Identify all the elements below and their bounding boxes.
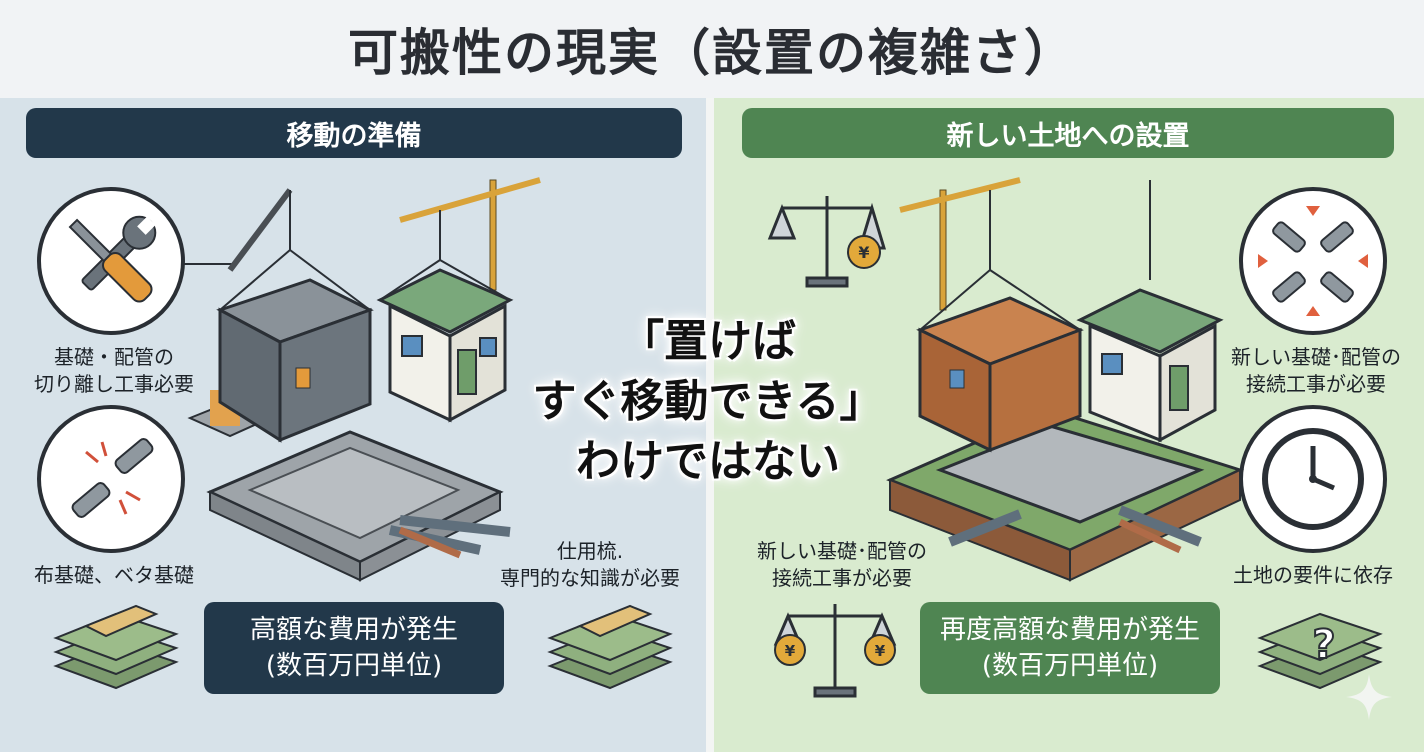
- center-line1: 「置けば: [620, 316, 796, 367]
- coin-symbol: ¥: [875, 642, 886, 660]
- center-message: 「置けば すぐ移動できる」 わけではない: [498, 312, 918, 492]
- right-cost-box: 再度高額な費用が発生 (数百万円単位): [920, 602, 1220, 694]
- money-stack-icon: [53, 604, 179, 690]
- pipe-connect-icon: [1239, 187, 1387, 335]
- label-detach: 基礎・配管の 切り離し工事必要: [34, 345, 194, 396]
- right-header: 新しい土地への設置: [742, 108, 1394, 158]
- tools-icon: [37, 187, 185, 335]
- scale-icon: ¥: [767, 196, 887, 288]
- label-land: 土地の要件に依存: [1233, 563, 1393, 587]
- right-scene: [886, 177, 1245, 582]
- money-question-icon: ?: [1257, 612, 1383, 690]
- money-stack-icon: [547, 604, 673, 690]
- left-header: 移動の準備: [26, 108, 682, 158]
- question-mark: ?: [1312, 622, 1335, 668]
- broken-pipe-icon: [37, 405, 185, 553]
- page-title: 可搬性の現実（設置の複雑さ）: [0, 0, 1424, 98]
- right-cost-line2: (数百万円単位): [981, 651, 1159, 681]
- coin-symbol: ¥: [858, 243, 869, 262]
- label-connect-top: 新しい基礎･配管の 接続工事が必要: [1231, 345, 1401, 396]
- coin-symbol: ¥: [785, 642, 796, 660]
- label-foundation: 布基礎、ベタ基礎: [34, 563, 194, 587]
- panel-divider: [706, 98, 714, 752]
- left-cost-line2: (数百万円単位): [265, 651, 443, 681]
- right-cost-line1: 再度高額な費用が発生: [939, 615, 1200, 645]
- leader-line: [184, 263, 234, 265]
- center-line3: わけではない: [576, 436, 840, 487]
- scale-icon: ¥ ¥: [773, 604, 897, 698]
- left-scene: [187, 177, 541, 582]
- left-cost-box: 高額な費用が発生 (数百万円単位): [204, 602, 504, 694]
- center-line2: すぐ移動できる」: [532, 376, 884, 427]
- clock-icon: [1239, 405, 1387, 553]
- left-cost-line1: 高額な費用が発生: [249, 615, 458, 645]
- sparkle-icon: [1346, 674, 1392, 720]
- label-specialist: 仕用梳. 専門的な知識が必要: [500, 539, 680, 590]
- label-connect-bottom: 新しい基礎･配管の 接続工事が必要: [757, 539, 927, 590]
